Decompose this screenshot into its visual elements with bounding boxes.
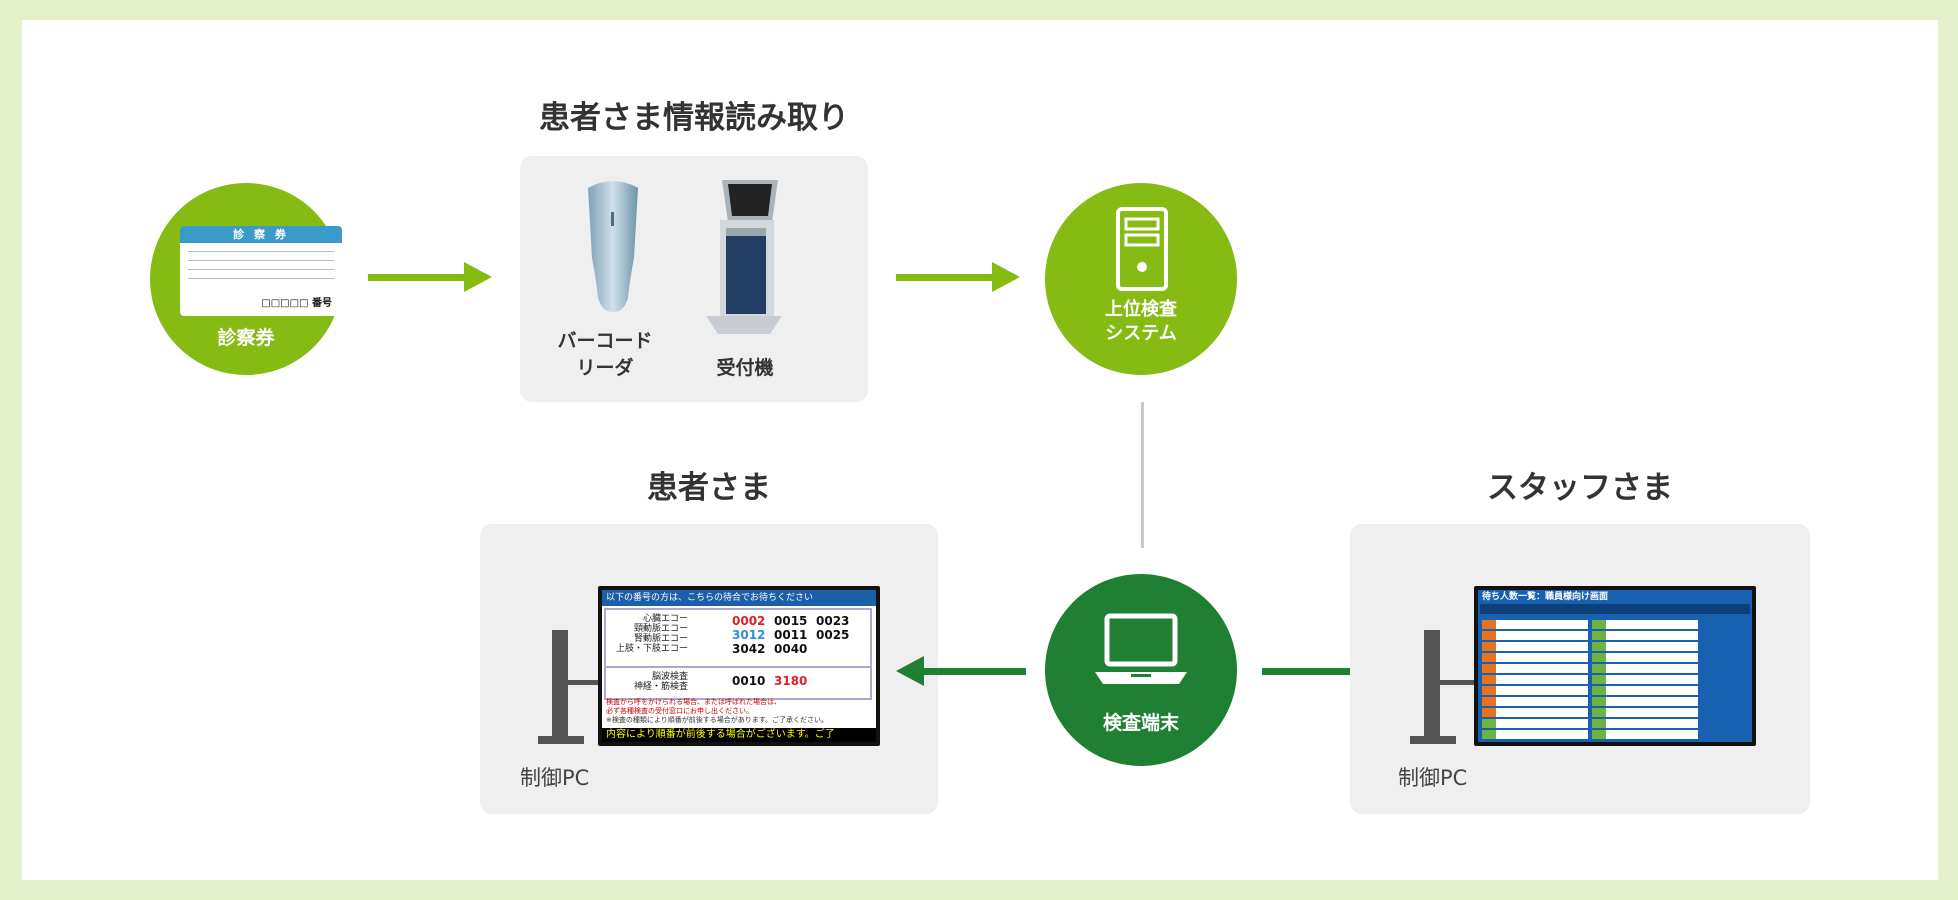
queue-number: 0015 (774, 614, 808, 628)
category-neuro: 神経・筋検査 (633, 682, 688, 692)
queue-number: 0002 (732, 614, 766, 628)
category-cardiac-echo: 心臓エコー (642, 614, 688, 624)
reading-panel (520, 156, 868, 402)
arrow-reader-to-host (896, 274, 996, 281)
terminal-node (1045, 574, 1237, 766)
patient-note: 検査から呼をかけられる場合、または呼ばれた場合は、 (606, 698, 781, 706)
staff-display-header: 待ち人数一覧：職員様向け画面 (1482, 592, 1609, 602)
server-icon (1116, 207, 1168, 291)
arrow-card-to-reader-head (464, 262, 492, 292)
patient-monitor-stand (552, 630, 568, 742)
arrow-reader-to-host-head (992, 262, 1020, 292)
card-header: 診 察 券 (180, 226, 342, 243)
reception-machine-label: 受付機 (716, 357, 774, 379)
connector-host-to-terminal (1141, 402, 1144, 548)
patient-note: ※検査の種類により順番が前後する場合があります。ご了承ください。 (606, 716, 829, 724)
host-system-line1: 上位検査 (1105, 299, 1177, 320)
queue-number: 3180 (774, 674, 808, 688)
patient-block-b (604, 666, 872, 700)
barcode-reader-line1: バーコード (557, 330, 653, 352)
arrow-card-to-reader (368, 274, 468, 281)
consultation-card-icon: 診 察 券 □□□□□ 番号 (180, 226, 342, 316)
reading-title: 患者さま情報読み取り (539, 100, 849, 136)
staff-title: スタッフさま (1487, 470, 1673, 506)
card-label: 診察券 (217, 327, 275, 349)
terminal-label: 検査端末 (1102, 712, 1179, 734)
arrow-terminal-to-patient-head (896, 656, 924, 686)
card-number: □□□□□ 番号 (261, 298, 332, 309)
queue-number: 0023 (816, 614, 850, 628)
category-eeg: 脳波検査 (651, 672, 688, 682)
barcode-reader-icon (588, 181, 638, 312)
host-system-node (1045, 183, 1237, 375)
staff-display: 待ち人数一覧：職員様向け画面 (1474, 586, 1756, 746)
barcode-reader-line2: リーダ (576, 357, 634, 379)
patient-pc-label: 制御PC (520, 766, 590, 790)
category-limb-echo: 上肢・下肢エコー (615, 644, 688, 654)
staff-list-right (1592, 620, 1698, 741)
arrow-terminal-to-patient (922, 668, 1026, 675)
barcode-reader-label: バーコード リーダ (550, 328, 660, 382)
patient-ticker: 内容により順番が前後する場合がございます。ご了 (602, 728, 876, 742)
staff-monitor-stand (1424, 630, 1440, 742)
arrow-terminal-to-staff (1262, 668, 1366, 675)
queue-number: 0040 (774, 642, 808, 656)
category-carotid-echo: 頸動脈エコー (633, 624, 688, 634)
queue-number: 3012 (732, 628, 766, 642)
reception-machine-icon (706, 180, 782, 334)
patient-display-header: 以下の番号の方は、こちらの待合でお待ちください (602, 590, 876, 606)
patients-title: 患者さま (647, 470, 771, 506)
staff-list-left (1482, 620, 1588, 741)
queue-number: 3042 (732, 642, 766, 656)
host-system-line2: システム (1105, 323, 1177, 344)
patient-note: 必ず各種検査の受付窓口にお申し出ください。 (606, 707, 753, 715)
queue-number: 0010 (732, 674, 766, 688)
queue-number: 0025 (816, 628, 850, 642)
staff-pc-label: 制御PC (1398, 766, 1468, 790)
patient-display: 以下の番号の方は、こちらの待合でお待ちください 心臓エコー 頸動脈エコー 腎動脈… (598, 586, 880, 746)
host-system-label: 上位検査 システム (1045, 298, 1237, 346)
laptop-icon (1095, 613, 1187, 684)
queue-number: 0011 (774, 628, 808, 642)
category-renal-echo: 腎動脈エコー (633, 634, 688, 644)
